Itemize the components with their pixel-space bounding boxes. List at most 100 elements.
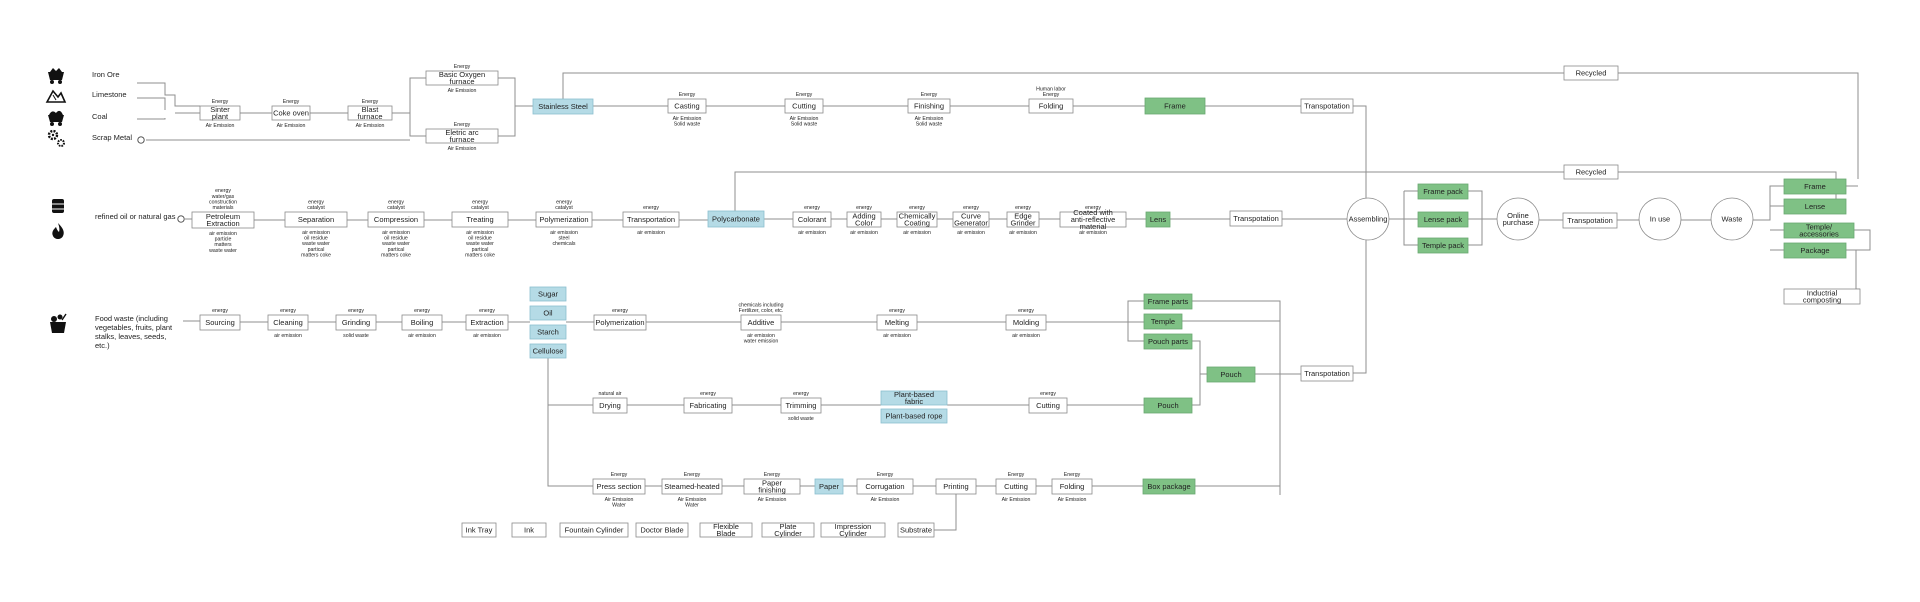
node-paperfin-shape <box>743 478 801 495</box>
node-casting-output: Solid waste <box>674 122 701 128</box>
node-cutting1-shape <box>784 98 824 114</box>
node-press-label: Press section <box>596 482 641 491</box>
node-treating-label: Treating <box>466 215 493 224</box>
connector-17 <box>562 72 1564 99</box>
coal-cart-icon <box>48 110 64 126</box>
node-boiling-output: air emission <box>408 333 436 339</box>
node-petro-output: air emission <box>209 231 237 237</box>
node-framepack-label: Frame pack <box>1423 187 1463 196</box>
node-drying-label: Drying <box>599 401 621 410</box>
node-treating-output: matters coke <box>465 252 495 258</box>
node-pouch: Pouch <box>1143 397 1193 414</box>
node-finishing-output: Air Emission <box>915 116 944 122</box>
node-grinding-output: solid waste <box>343 333 369 339</box>
node-fabricating-shape <box>683 397 733 414</box>
connector-77 <box>1468 190 1483 219</box>
node-flexible-shape <box>699 522 753 538</box>
node-wtemple: Temple/accessories <box>1783 223 1855 239</box>
node-doctor-label: Doctor Blade <box>640 526 683 535</box>
node-ink-shape <box>511 522 547 538</box>
node-templepack: Temple pack <box>1417 237 1469 254</box>
node-paperfin-input: Energy <box>764 472 781 478</box>
node-poly2-label: Polymerization <box>595 318 644 327</box>
node-templepack-shape <box>1417 237 1469 254</box>
connector-0 <box>137 82 200 107</box>
node-frame: Frame <box>1144 97 1206 115</box>
node-cutting3-output: Air Emission <box>1002 497 1031 503</box>
scrap-metal-terminal <box>137 136 145 144</box>
node-grinding-label: Grinding <box>342 318 370 327</box>
node-corrugation-label: Corrugation <box>865 482 904 491</box>
node-press-output: Water <box>612 503 626 509</box>
node-colorant-label: Colorant <box>798 215 827 224</box>
node-trimming-label: Trimming <box>786 401 817 410</box>
node-pc-shape <box>707 210 765 228</box>
node-chemcoat-input: energy <box>909 205 925 211</box>
node-ink: Ink <box>511 522 547 538</box>
node-pouchparts-label: Pouch parts <box>1148 337 1188 346</box>
node-pbrope: Plant-based rope <box>880 408 948 424</box>
node-colorant-output: air emission <box>798 230 826 236</box>
node-folding1-shape <box>1028 98 1074 114</box>
node-finishing-output: Solid waste <box>916 122 943 128</box>
node-extraction-output: air emission <box>473 333 501 339</box>
node-molding-output: air emission <box>1012 333 1040 339</box>
node-treating-output: waste water <box>466 241 494 247</box>
flow-connectors <box>137 72 1871 531</box>
node-printing: Printing <box>935 478 977 495</box>
node-waste-label: Waste <box>1722 215 1743 224</box>
node-poly2-input: energy <box>612 308 628 314</box>
node-fountain-label: Fountain Cylinder <box>565 526 624 535</box>
node-addcolor-output: air emission <box>850 230 878 236</box>
node-eaf-input: Energy <box>454 122 471 128</box>
node-wtemple-label: Temple/accessories <box>1799 223 1839 239</box>
connector-89 <box>1846 249 1860 290</box>
node-sourcing-label: Sourcing <box>205 318 235 327</box>
node-framepack: Frame pack <box>1417 183 1469 200</box>
node-petro-input: water/gas <box>212 194 235 200</box>
node-poly1-shape <box>535 211 593 228</box>
node-pc: Polycarbonate <box>707 210 765 228</box>
node-cutting1-output: Air Emission <box>790 116 819 122</box>
node-edge-shape <box>1006 211 1040 228</box>
node-grinding-shape <box>335 314 377 331</box>
node-coke-input: Energy <box>283 99 300 105</box>
node-bof-input: Energy <box>454 64 471 70</box>
node-trans3: Transpotation <box>1300 365 1354 382</box>
node-oilp-shape <box>529 305 567 321</box>
node-petro-input: energy <box>215 188 231 194</box>
flame-icon <box>52 223 64 239</box>
node-cutting1-input: Energy <box>796 92 813 98</box>
node-cleaning-input: energy <box>280 308 296 314</box>
node-substrate: Substrate <box>897 522 935 538</box>
node-trans3-label: Transpotation <box>1304 369 1350 378</box>
node-transp2-label: Transportation <box>627 215 675 224</box>
node-lensepack-label: Lense pack <box>1424 215 1463 224</box>
node-separation-input: energy <box>308 199 324 205</box>
node-cutting3-label: Cutting <box>1004 482 1028 491</box>
node-recycled2: Recycled <box>1563 164 1619 180</box>
node-blast-shape <box>347 105 393 121</box>
gears-icon <box>47 129 65 147</box>
node-wpackage-shape <box>1783 242 1847 259</box>
node-trans1-label: Transpotation <box>1304 102 1350 111</box>
connector-19 <box>1353 105 1367 198</box>
node-molding-label: Molding <box>1013 318 1039 327</box>
connector-9 <box>498 77 533 107</box>
